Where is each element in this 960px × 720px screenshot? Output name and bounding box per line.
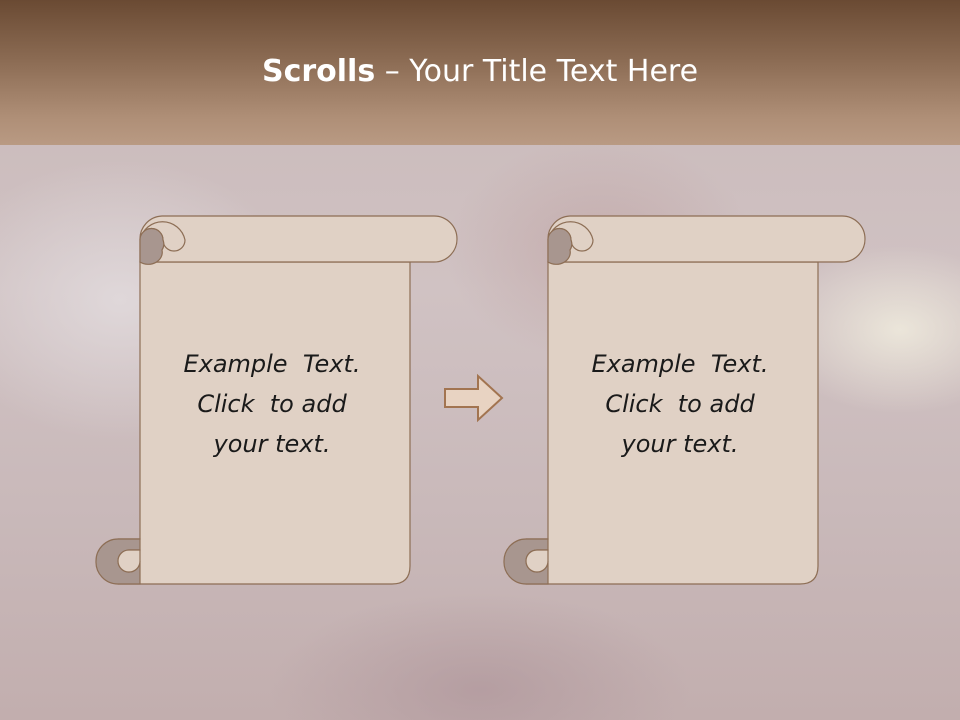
slide-title[interactable]: Scrolls – Your Title Text Here	[0, 54, 960, 89]
scroll-text[interactable]: Example Text. Click to add your text.	[142, 344, 402, 464]
scroll-graphic	[95, 215, 458, 585]
scroll-graphic	[503, 215, 866, 585]
title-dash: –	[375, 54, 410, 89]
right-arrow-icon	[442, 372, 506, 428]
scroll-text-line: Example Text.	[183, 350, 361, 378]
scroll-shape-1[interactable]: Example Text. Click to add your text.	[92, 214, 462, 589]
scroll-text[interactable]: Example Text. Click to add your text.	[550, 344, 810, 464]
title-bar: Scrolls – Your Title Text Here	[0, 0, 960, 145]
scroll-text-line: Example Text.	[591, 350, 769, 378]
scroll-text-line: Click to add	[605, 390, 755, 418]
scroll-shape-2[interactable]: Example Text. Click to add your text.	[500, 214, 870, 589]
scroll-text-line: your text.	[213, 430, 331, 458]
scroll-text-line: Click to add	[197, 390, 347, 418]
title-rest: Your Title Text Here	[409, 54, 699, 89]
title-strong: Scrolls	[261, 54, 376, 89]
scroll-text-line: your text.	[621, 430, 739, 458]
